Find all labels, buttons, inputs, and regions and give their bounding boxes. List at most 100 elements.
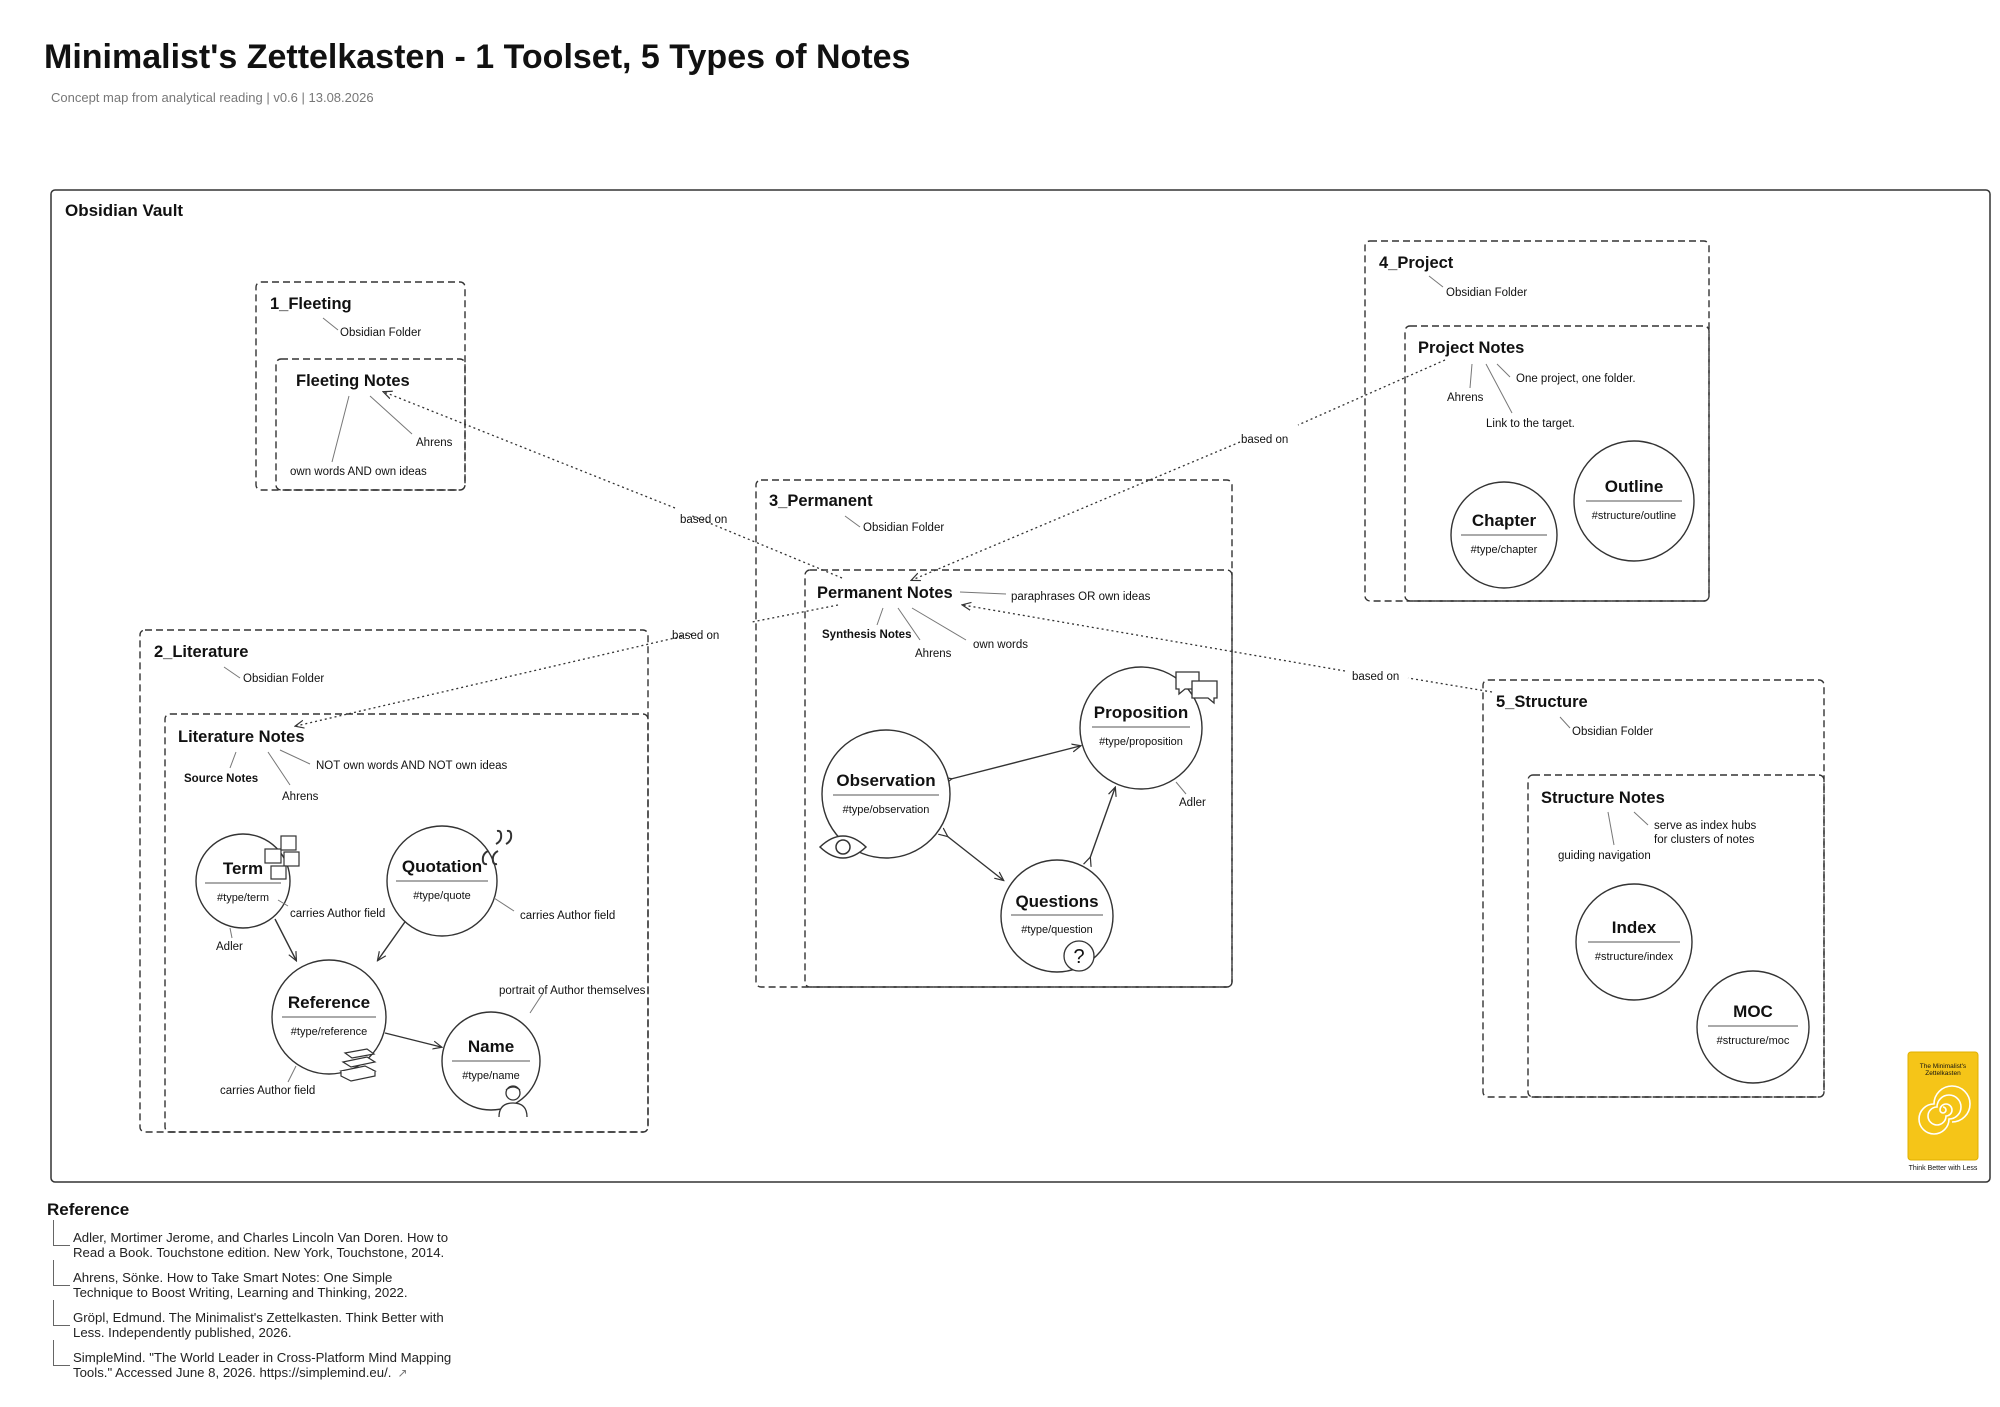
folder-structure: 5_Structure Obsidian Folder Structure No… [1482,679,1825,1098]
folder-fleeting-name: 1_Fleeting [270,295,352,313]
references-heading: Reference [47,1200,130,1219]
sticky-notes-icon [264,835,300,880]
type-quotation: Quotation #type/quote [386,825,498,937]
type-term: Term #type/term [195,833,291,929]
vault-label: Obsidian Vault [65,201,183,220]
type-outline-name: Outline [1605,477,1664,496]
folder-literature: 2_Literature Obsidian Folder Literature … [139,629,649,1133]
book-title-line2: Zettelkasten [1925,1070,1961,1077]
spiral-icon [1918,1085,1971,1135]
type-chapter-name: Chapter [1472,511,1537,530]
type-reference-name: Reference [288,993,370,1012]
proposition-adler-annotation: Adler [1179,797,1206,809]
type-term-name: Term [223,859,263,878]
folder-structure-name: 5_Structure [1496,693,1588,711]
folder-fleeting: 1_Fleeting Obsidian Folder Fleeting Note… [255,281,466,491]
type-annotations [229,781,1187,1083]
speech-bubbles-icon [1175,671,1218,705]
reference-text: Technique to Boost Writing, Learning and… [73,1285,408,1300]
type-moc-name: MOC [1733,1002,1773,1021]
references-section: Reference Adler, Mortimer Jerome, and Ch… [47,1200,547,1391]
permanent-notes-paraphrases: paraphrases OR own ideas [1011,591,1151,603]
folder-project: 4_Project Obsidian Folder Project Notes … [1364,240,1710,602]
folder-permanent-desc: Obsidian Folder [863,522,944,534]
type-reference: Reference #type/reference [271,959,387,1075]
type-outline: Outline #structure/outline [1573,440,1695,562]
reference-author-annotation: carries Author field [220,1085,315,1097]
reference-text: Ahrens, Sönke. How to Take Smart Notes: … [73,1270,393,1285]
book-cover: The Minimalist's Zettelkasten Think Bett… [1907,1051,1979,1172]
book-tagline: Think Better with Less [1909,1165,1978,1172]
page-subtitle: Concept map from analytical reading | v0… [51,90,374,105]
permanent-notes-title: Permanent Notes [817,584,953,602]
type-index-tag: #structure/index [1595,951,1674,963]
type-observation: Observation #type/observation [821,729,951,859]
type-quotation-name: Quotation [402,857,482,876]
structure-notes-title: Structure Notes [1541,789,1665,807]
structure-notes-clusters: for clusters of notes [1654,834,1755,846]
reference-text: Adler, Mortimer Jerome, and Charles Linc… [73,1230,449,1245]
folder-permanent-name: 3_Permanent [769,492,873,510]
term-adler-annotation: Adler [216,941,243,953]
edge-permanent-fleeting [384,392,843,579]
edge-label-structure: based on [1352,671,1399,683]
svg-text:?: ? [1073,946,1084,968]
permanent-notes-ahrens: Ahrens [915,648,952,660]
type-proposition-name: Proposition [1094,703,1188,722]
structure-notes-navigation: guiding navigation [1558,850,1651,862]
type-proposition: Proposition #type/proposition [1079,666,1203,790]
folder-project-name: 4_Project [1379,254,1454,272]
type-chapter-tag: #type/chapter [1471,544,1538,556]
external-link-icon[interactable]: ↗ [397,1366,408,1380]
folder-fleeting-desc: Obsidian Folder [340,327,421,339]
edge-label-project: based on [1241,434,1288,446]
type-proposition-tag: #type/proposition [1099,736,1183,748]
quote-marks-icon [481,829,513,866]
literature-notes-ahrens: Ahrens [282,791,319,803]
edge-structure-permanent [963,605,1493,693]
reference-item: Ahrens, Sönke. How to Take Smart Notes: … [53,1260,503,1300]
type-term-tag: #type/term [217,892,269,904]
reference-text: Tools." Accessed June 8, 2026. https://s… [73,1365,392,1380]
type-index-name: Index [1612,918,1657,937]
literature-notes-title: Literature Notes [178,728,305,746]
project-notes-ahrens: Ahrens [1447,392,1484,404]
type-questions-tag: #type/question [1021,924,1093,936]
literature-notes-not-own: NOT own words AND NOT own ideas [316,760,508,772]
reference-text: Less. Independently published, 2026. [73,1325,292,1340]
project-notes-one-project: One project, one folder. [1516,373,1636,385]
type-name-tag: #type/name [462,1070,519,1082]
type-index: Index #structure/index [1575,883,1693,1001]
reference-text: SimpleMind. "The World Leader in Cross-P… [73,1350,452,1365]
person-icon [498,1085,528,1118]
reference-text: Gröpl, Edmund. The Minimalist's Zettelka… [73,1310,444,1325]
edge-label-literature: based on [672,630,719,642]
permanent-notes-own-words: own words [973,639,1028,651]
edge-label-fleeting: based on [680,514,727,526]
reference-item: SimpleMind. "The World Leader in Cross-P… [53,1340,503,1381]
reference-item: Adler, Mortimer Jerome, and Charles Linc… [53,1220,503,1260]
eye-icon [818,835,868,859]
type-questions-name: Questions [1015,892,1098,911]
folder-literature-name: 2_Literature [154,643,248,661]
fleeting-notes-own-words: own words AND own ideas [290,466,427,478]
book-title-line1: The Minimalist's [1920,1063,1967,1070]
type-questions: Questions #type/question [1000,859,1114,973]
type-quotation-tag: #type/quote [413,890,471,902]
reference-text: Read a Book. Touchstone edition. New Yor… [73,1245,445,1260]
literature-notes-source: Source Notes [184,773,258,785]
folder-project-desc: Obsidian Folder [1446,287,1527,299]
permanent-notes-synthesis: Synthesis Notes [822,629,911,641]
fleeting-notes-ahrens: Ahrens [416,437,453,449]
type-moc-tag: #structure/moc [1717,1035,1790,1047]
vault-frame [50,189,1991,1183]
reference-item: Gröpl, Edmund. The Minimalist's Zettelka… [53,1300,503,1340]
page-title: Minimalist's Zettelkasten - 1 Toolset, 5… [44,38,911,76]
type-name-name: Name [468,1037,514,1056]
type-outline-tag: #structure/outline [1592,510,1676,522]
fleeting-notes-title: Fleeting Notes [296,372,410,390]
edge-project-permanent [912,359,1446,580]
folder-literature-desc: Obsidian Folder [243,673,324,685]
structure-notes-hubs: serve as index hubs [1654,820,1757,832]
